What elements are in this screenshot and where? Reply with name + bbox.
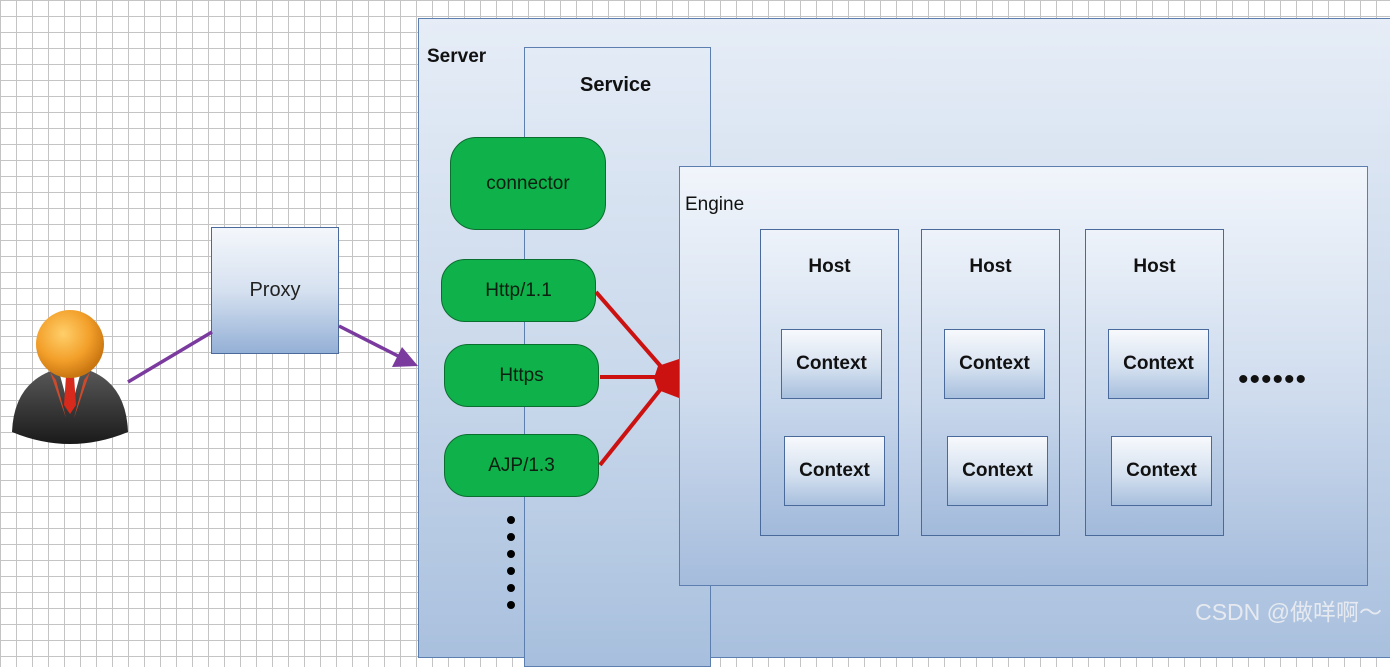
engine-label: Engine: [685, 194, 745, 215]
proxy-box: Proxy: [211, 227, 339, 354]
service-label: Service: [580, 74, 652, 96]
https-connector: Https: [444, 344, 599, 407]
connector-node: connector: [450, 137, 606, 230]
ajp-connector: AJP/1.3: [444, 434, 599, 497]
connectors-to-engine-arrows: [594, 290, 679, 467]
context-box: Context: [1108, 329, 1209, 399]
watermark: CSDN @做咩啊～: [1195, 599, 1382, 625]
context-box: Context: [944, 329, 1045, 399]
server-label: Server: [427, 46, 487, 67]
user-icon: [12, 310, 128, 444]
host-label: Host: [808, 256, 851, 277]
more-connectors-dots: [507, 516, 515, 609]
host-label: Host: [1133, 256, 1176, 277]
more-hosts-ellipsis: ••••••: [1238, 363, 1308, 396]
host-label: Host: [969, 256, 1012, 277]
context-box: Context: [947, 436, 1048, 506]
context-box: Context: [781, 329, 882, 399]
http-connector: Http/1.1: [441, 259, 596, 322]
diagram-connections: [12, 290, 679, 609]
proxy-to-server-arrow: [338, 324, 418, 367]
context-box: Context: [1111, 436, 1212, 506]
context-box: Context: [784, 436, 885, 506]
user-to-proxy-arrow: [127, 330, 213, 384]
